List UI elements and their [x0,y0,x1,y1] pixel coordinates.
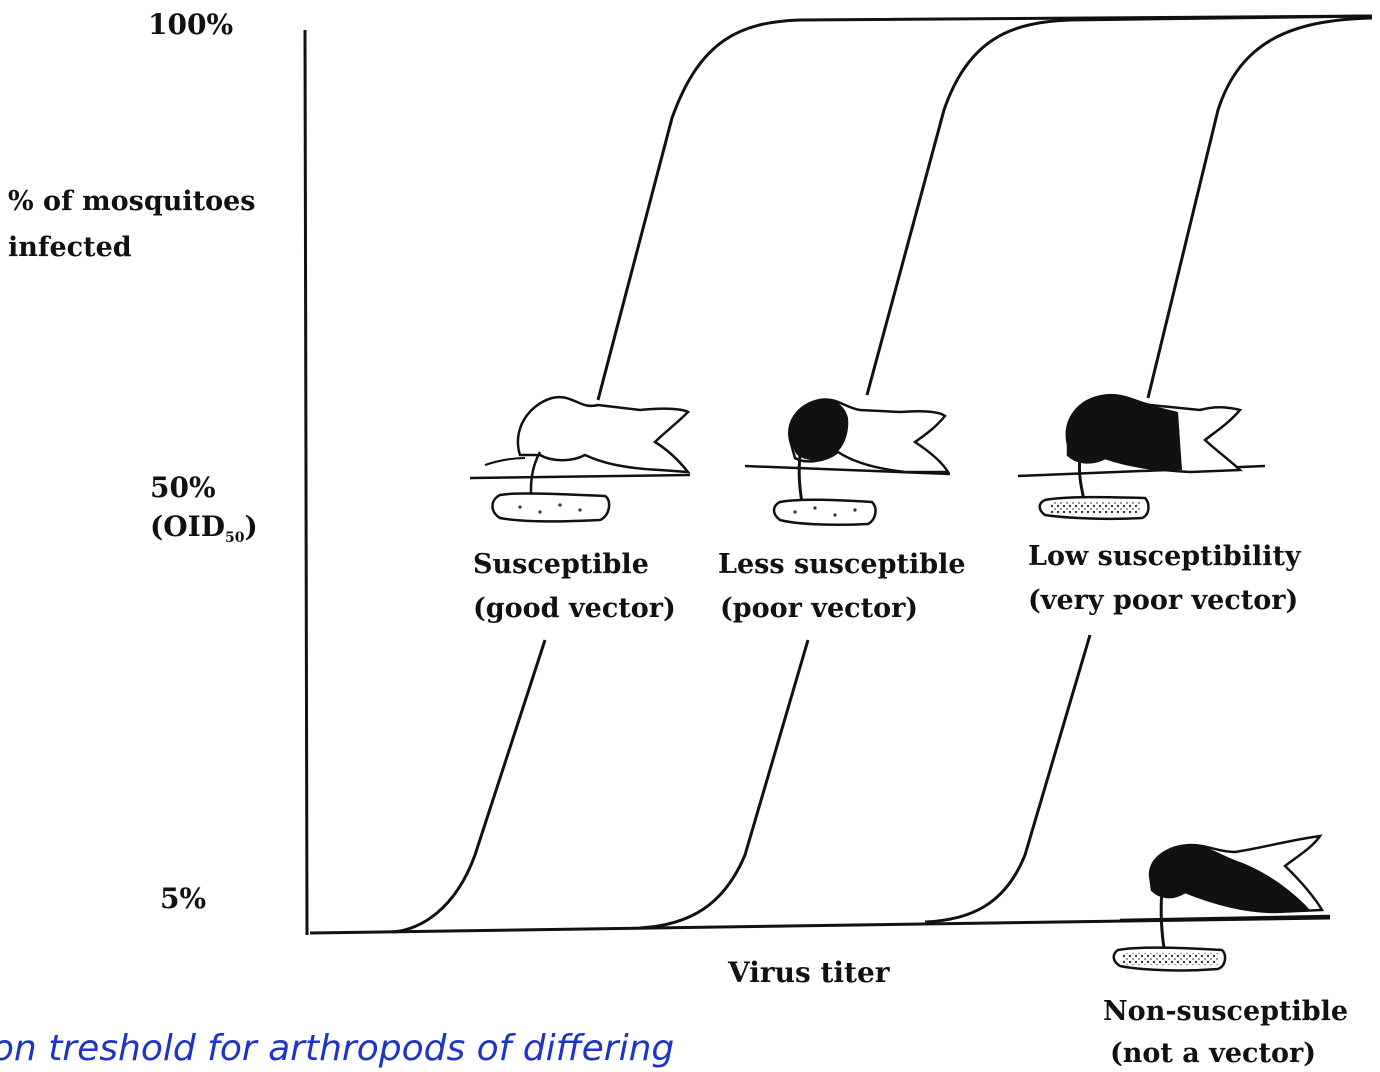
x-axis-label: Virus titer [727,956,891,989]
caption-text: ction treshold for arthropods of differi… [0,1028,675,1069]
label-less-susceptible-line-1: Less susceptible [718,549,966,580]
label-susceptible-line-2: (good vector) [473,593,676,624]
curve-less-susceptible-lower [639,639,810,930]
label-low-susceptibility-line-2: (very poor vector) [1028,585,1298,616]
y-tick-5: 5% [160,882,206,915]
y-tick-100: 100% [148,8,233,41]
y-tick-oid: (OID50) [150,510,258,546]
mosquito-less-susceptible-icon [744,398,951,527]
label-low-susceptibility-line-1: Low susceptibility [1028,541,1302,572]
curve-less-susceptible-upper [865,14,1373,396]
label-less-susceptible-line-2: (poor vector) [720,593,918,624]
y-axis-label-line-1: % of mosquitoes [8,186,255,217]
label-non-susceptible-line-1: Non-susceptible [1103,996,1348,1027]
curve-susceptible-lower [391,639,547,934]
label-non-susceptible-line-2: (not a vector) [1110,1038,1316,1069]
curve-low-susceptibility-upper [1146,16,1373,399]
mosquito-susceptible-icon [469,395,691,523]
y-axis-line [303,29,309,936]
label-susceptible-line-1: Susceptible [473,549,649,580]
mosquito-non-susceptible-icon [1112,834,1331,972]
curve-susceptible-upper [596,14,1371,401]
y-axis-label-line-2: infected [8,232,132,263]
mosquito-low-susceptibility-icon [1017,393,1266,521]
x-axis-line [309,916,1331,935]
y-tick-50: 50% [150,471,216,504]
curve-low-susceptibility-lower [924,634,1092,924]
